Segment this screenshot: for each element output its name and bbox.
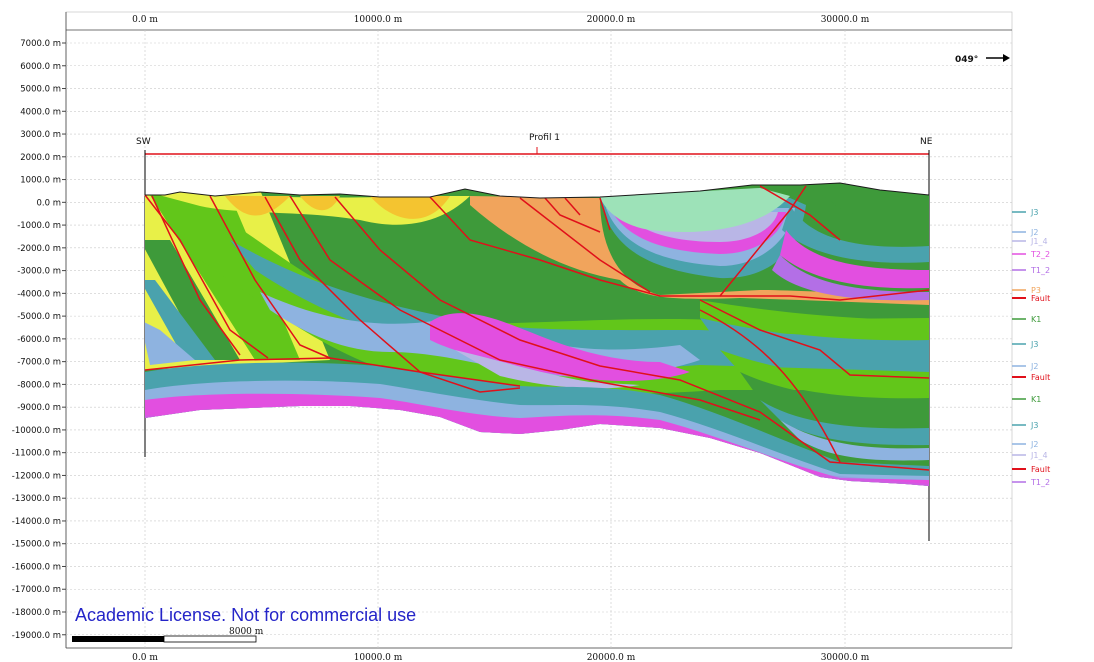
legend-label: K1 <box>1031 395 1041 404</box>
y-tick-label: -13000.0 m <box>12 494 61 504</box>
x-axis-bottom-ticks: 0.0 m 10000.0 m 20000.0 m 30000.0 m <box>132 653 870 662</box>
legend-label: P3 <box>1031 286 1041 295</box>
y-tick-label: -9000.0 m <box>17 403 61 413</box>
y-tick-label: -10000.0 m <box>12 426 61 436</box>
legend-label: J3 <box>1030 421 1038 430</box>
y-tick-label: 1000.0 m <box>20 176 61 186</box>
legend-label: T2_2 <box>1030 250 1050 259</box>
legend: J3J2J1_4T2_2T1_2P3FaultK1J3J2FaultK1J3J2… <box>1012 208 1050 487</box>
arrow-right-icon <box>986 54 1010 62</box>
profile-name: Profil 1 <box>529 133 560 143</box>
legend-label: J2 <box>1030 228 1038 237</box>
legend-label: T1_2 <box>1030 478 1050 487</box>
y-axis-ticks: 7000.0 m 6000.0 m 5000.0 m 4000.0 m 3000.0 m… <box>12 39 66 641</box>
y-tick-label: 2000.0 m <box>20 153 61 163</box>
fault-lines <box>144 185 930 471</box>
y-tick-label: -12000.0 m <box>12 471 61 481</box>
profile-end-label: NE <box>920 137 933 147</box>
legend-label: Fault <box>1031 373 1050 382</box>
legend-label: J3 <box>1030 208 1038 217</box>
scale-bar: 8000 m <box>72 627 264 643</box>
y-tick-label: -19000.0 m <box>12 631 61 641</box>
y-tick-label: -1000.0 m <box>17 221 61 231</box>
y-tick-label: 0.0 m <box>37 198 62 208</box>
x-tick-top: 20000.0 m <box>587 15 636 25</box>
legend-label: Fault <box>1031 465 1050 474</box>
y-tick-label: -15000.0 m <box>12 540 61 550</box>
x-tick-top: 0.0 m <box>132 15 158 25</box>
profile-line: Profil 1 SW NE <box>136 133 933 155</box>
legend-label: J3 <box>1030 340 1038 349</box>
y-tick-label: -14000.0 m <box>12 517 61 527</box>
y-tick-label: -3000.0 m <box>17 267 61 277</box>
y-tick-label: 4000.0 m <box>20 107 61 117</box>
y-tick-label: -17000.0 m <box>12 585 61 595</box>
y-tick-label: 7000.0 m <box>20 39 61 49</box>
legend-label: T1_2 <box>1030 266 1050 275</box>
x-tick-bottom: 0.0 m <box>132 653 158 662</box>
x-axis-top-ticks: 0.0 m 10000.0 m 20000.0 m 30000.0 m <box>132 15 870 25</box>
azimuth-label: 049° <box>955 55 978 65</box>
y-tick-label: -11000.0 m <box>12 449 61 459</box>
x-tick-bottom: 10000.0 m <box>354 653 403 662</box>
topography-line <box>145 182 930 199</box>
y-tick-label: -8000.0 m <box>17 380 61 390</box>
legend-label: J2 <box>1030 440 1038 449</box>
y-tick-label: -18000.0 m <box>12 608 61 618</box>
y-tick-label: -5000.0 m <box>17 312 61 322</box>
y-tick-label: 5000.0 m <box>20 85 61 95</box>
legend-label: K1 <box>1031 315 1041 324</box>
y-tick-label: 6000.0 m <box>20 62 61 72</box>
profile-start-label: SW <box>136 137 151 147</box>
x-tick-top: 30000.0 m <box>821 15 870 25</box>
y-tick-label: -7000.0 m <box>17 358 61 368</box>
y-tick-label: -6000.0 m <box>17 335 61 345</box>
y-tick-label: -2000.0 m <box>17 244 61 254</box>
scale-bar-label: 8000 m <box>229 627 264 637</box>
legend-label: Fault <box>1031 294 1050 303</box>
legend-label: J2 <box>1030 362 1038 371</box>
x-tick-bottom: 30000.0 m <box>821 653 870 662</box>
legend-label: J1_4 <box>1030 451 1048 460</box>
y-tick-label: -16000.0 m <box>12 562 61 572</box>
y-tick-label: 3000.0 m <box>20 130 61 140</box>
license-notice: Academic License. Not for commercial use <box>75 605 416 625</box>
legend-label: J1_4 <box>1030 237 1048 246</box>
y-tick-label: -4000.0 m <box>17 289 61 299</box>
x-tick-bottom: 20000.0 m <box>587 653 636 662</box>
x-tick-top: 10000.0 m <box>354 15 403 25</box>
